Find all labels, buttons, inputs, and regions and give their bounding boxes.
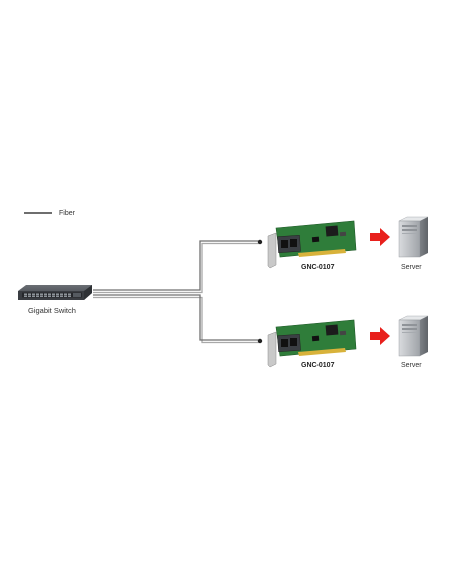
red-arrow-icon [370, 228, 390, 246]
server-label: Server [401, 264, 422, 271]
server-icon [398, 315, 429, 357]
card-label: GNC-0107 [301, 362, 335, 369]
server-icon [398, 216, 429, 258]
card-label: GNC-0107 [301, 264, 335, 271]
network-card-icon [267, 319, 357, 368]
server-label: Server [401, 362, 422, 369]
fiber-connections [93, 240, 259, 344]
network-card-icon [267, 220, 357, 269]
red-arrow-icon [370, 327, 390, 345]
switch-label: Gigabit Switch [28, 306, 76, 315]
gigabit-switch-icon [18, 285, 92, 300]
legend-fiber-label: Fiber [59, 210, 75, 217]
fiber-endpoint [257, 239, 263, 245]
fiber-endpoint [257, 338, 263, 344]
